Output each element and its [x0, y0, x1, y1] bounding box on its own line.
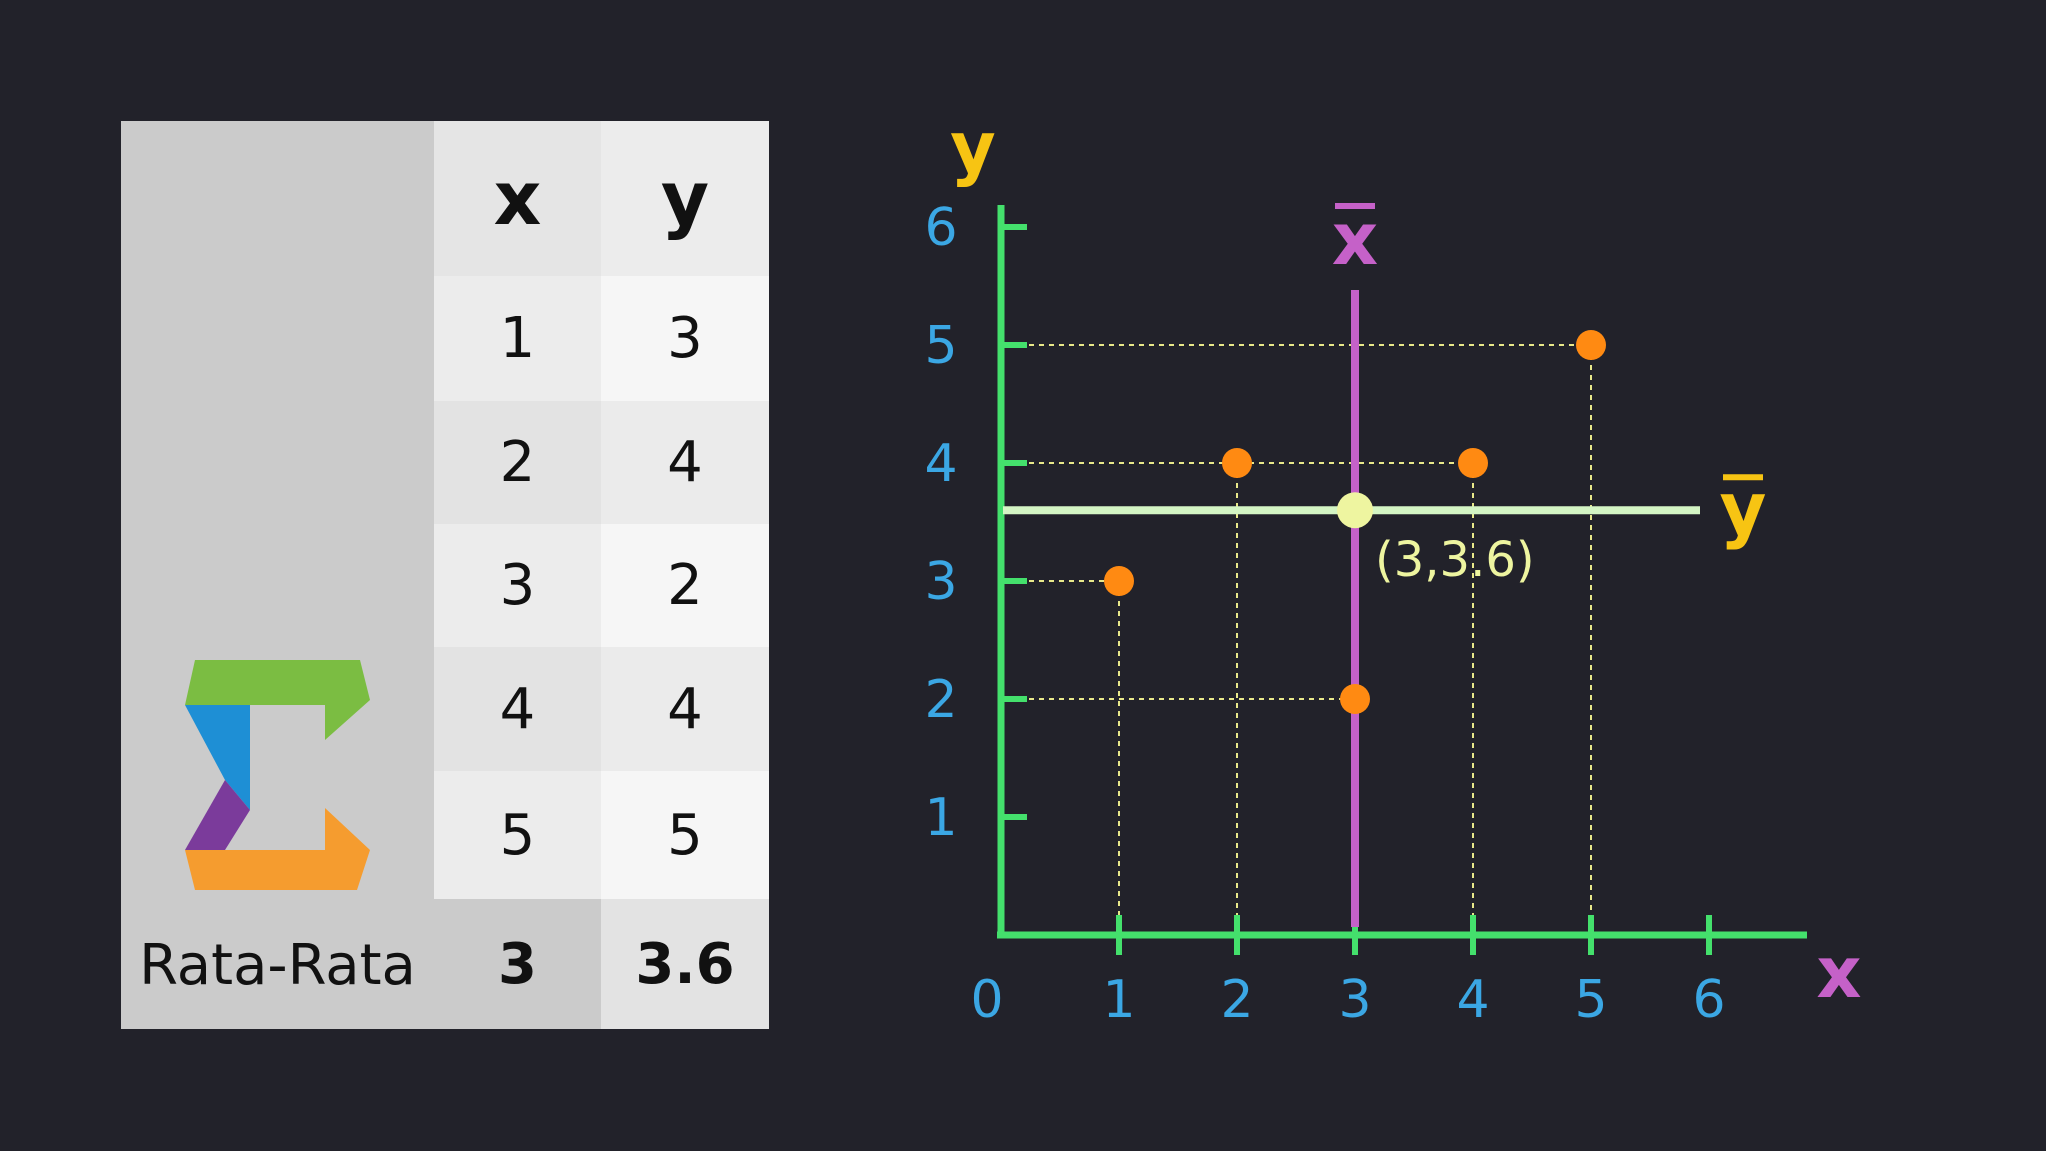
- table-header-y: y: [601, 121, 769, 276]
- mean-point-label: (3,3.6): [1375, 532, 1535, 588]
- y-tick-label: 5: [924, 316, 957, 376]
- table-cell: 5: [601, 771, 769, 899]
- data-point: [1458, 448, 1488, 478]
- data-point: [1104, 566, 1134, 596]
- average-value: 3: [434, 899, 601, 1029]
- average-label: Rata-Rata: [139, 932, 416, 998]
- table-cell: 2: [601, 524, 769, 647]
- mean-y-label: y: [1720, 467, 1767, 551]
- table-cell: 3: [601, 276, 769, 401]
- table-cell: 1: [434, 276, 601, 401]
- x-tick-label: 1: [1102, 970, 1135, 1030]
- x-axis-title: x: [1816, 932, 1861, 1014]
- x-tick-label: 3: [1338, 970, 1371, 1030]
- y-tick-label: 2: [924, 670, 957, 730]
- data-point: [1340, 684, 1370, 714]
- y-tick-label: 3: [924, 552, 957, 612]
- table-cell: 4: [434, 647, 601, 771]
- table-cell: 4: [601, 647, 769, 771]
- table-header-x: x: [434, 121, 601, 276]
- table-cell: 3: [434, 524, 601, 647]
- y-tick-label: 1: [924, 788, 957, 848]
- table-cell: 4: [601, 401, 769, 524]
- table-cell: 2: [434, 401, 601, 524]
- x-tick-label: 0: [970, 970, 1003, 1030]
- sigma-logo-icon: [185, 660, 370, 890]
- average-value: 3.6: [601, 899, 769, 1029]
- table-cell: 5: [434, 771, 601, 899]
- x-tick-label: 2: [1220, 970, 1253, 1030]
- y-axis-title: y: [950, 107, 996, 189]
- mean-point: [1337, 492, 1373, 529]
- data-point: [1222, 448, 1252, 478]
- x-tick-label: 4: [1456, 970, 1489, 1030]
- mean-x-label: x: [1332, 197, 1378, 281]
- y-tick-label: 4: [924, 434, 957, 494]
- data-point: [1576, 330, 1606, 360]
- y-tick-label: 6: [924, 198, 957, 258]
- x-tick-label: 6: [1692, 970, 1725, 1030]
- x-tick-label: 5: [1574, 970, 1607, 1030]
